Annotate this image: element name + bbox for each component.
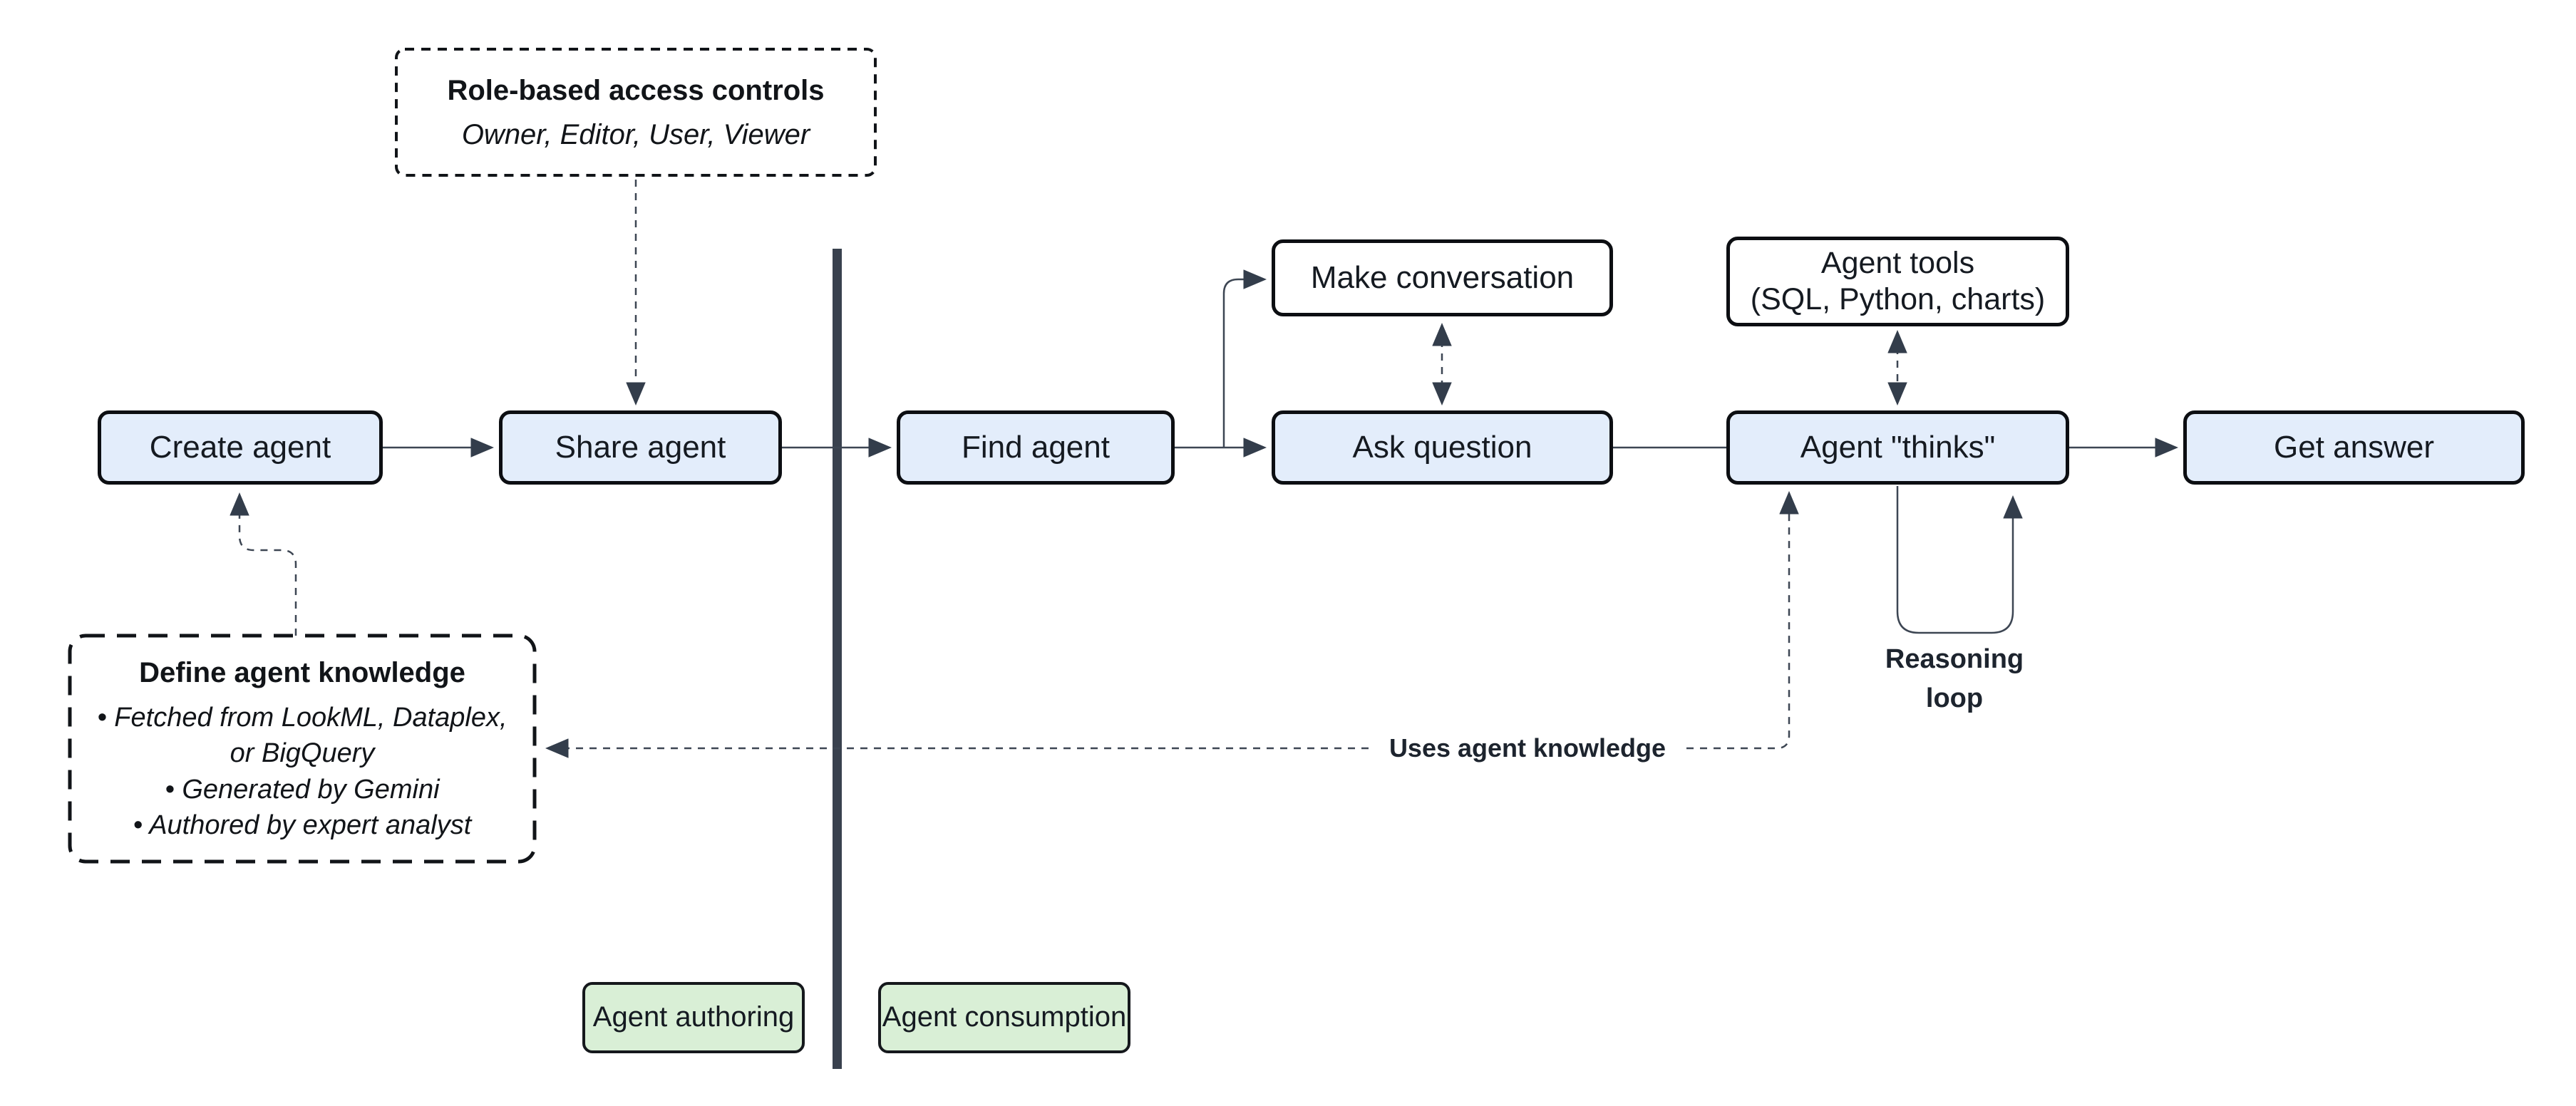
lane-tag-authoring-label: Agent authoring xyxy=(592,1001,795,1033)
lane-tag-agent-authoring: Agent authoring xyxy=(582,982,805,1053)
reasoning-loop-wire xyxy=(1896,486,2023,634)
arrow-find-to-make-conversation xyxy=(1222,269,1267,448)
node-agent-tools-line2: (SQL, Python, charts) xyxy=(1750,282,2046,316)
node-find-agent-label: Find agent xyxy=(962,430,1110,465)
node-make-conversation-label: Make conversation xyxy=(1310,260,1575,296)
node-ask-question-label: Ask question xyxy=(1352,430,1532,465)
rbac-note-border xyxy=(395,48,877,177)
knowledge-note-border xyxy=(68,634,537,864)
knowledge-bullet-1-cont: or BigQuery xyxy=(230,738,375,769)
node-find-agent: Find agent xyxy=(897,410,1175,485)
node-get-answer-label: Get answer xyxy=(2274,430,2434,465)
arrow-uses-agent-knowledge xyxy=(545,491,1799,758)
note-role-based-access: Role-based access controls Owner, Editor… xyxy=(396,49,875,175)
lane-tag-consumption-label: Agent consumption xyxy=(882,1001,1127,1033)
node-create-agent: Create agent xyxy=(98,410,383,485)
note-knowledge-title: Define agent knowledge xyxy=(139,657,465,689)
note-rbac-subtitle: Owner, Editor, User, Viewer xyxy=(461,118,810,150)
uses-agent-knowledge-label: Uses agent knowledge xyxy=(1372,730,1683,768)
knowledge-bullet-2: • Generated by Gemini xyxy=(165,774,440,805)
node-agent-tools-line1: Agent tools xyxy=(1820,246,1975,281)
knowledge-bullet-3: • Authored by expert analyst xyxy=(133,810,472,840)
node-ask-question: Ask question xyxy=(1272,410,1613,485)
reasoning-loop-label: Reasoning loop xyxy=(1851,640,2058,718)
node-agent-tools: Agent tools (SQL, Python, charts) xyxy=(1726,237,2069,326)
node-share-agent: Share agent xyxy=(499,410,782,485)
reasoning-loop-label-line2: loop xyxy=(1925,683,1984,714)
node-make-conversation: Make conversation xyxy=(1272,239,1613,316)
knowledge-bullet-1: • Fetched from LookML, Dataplex, xyxy=(97,703,508,733)
note-rbac-title: Role-based access controls xyxy=(447,74,825,106)
node-get-answer: Get answer xyxy=(2183,410,2525,485)
node-create-agent-label: Create agent xyxy=(149,430,331,465)
lane-divider xyxy=(833,249,842,1069)
note-define-agent-knowledge: Define agent knowledge • Fetched from Lo… xyxy=(70,636,535,862)
arrow-knowledge-to-create xyxy=(230,492,297,636)
node-agent-thinks: Agent "thinks" xyxy=(1726,410,2069,485)
reasoning-loop-label-line1: Reasoning xyxy=(1885,644,2024,674)
node-share-agent-label: Share agent xyxy=(555,430,726,465)
lane-tag-agent-consumption: Agent consumption xyxy=(878,982,1130,1053)
node-agent-thinks-label: Agent "thinks" xyxy=(1800,430,1996,465)
